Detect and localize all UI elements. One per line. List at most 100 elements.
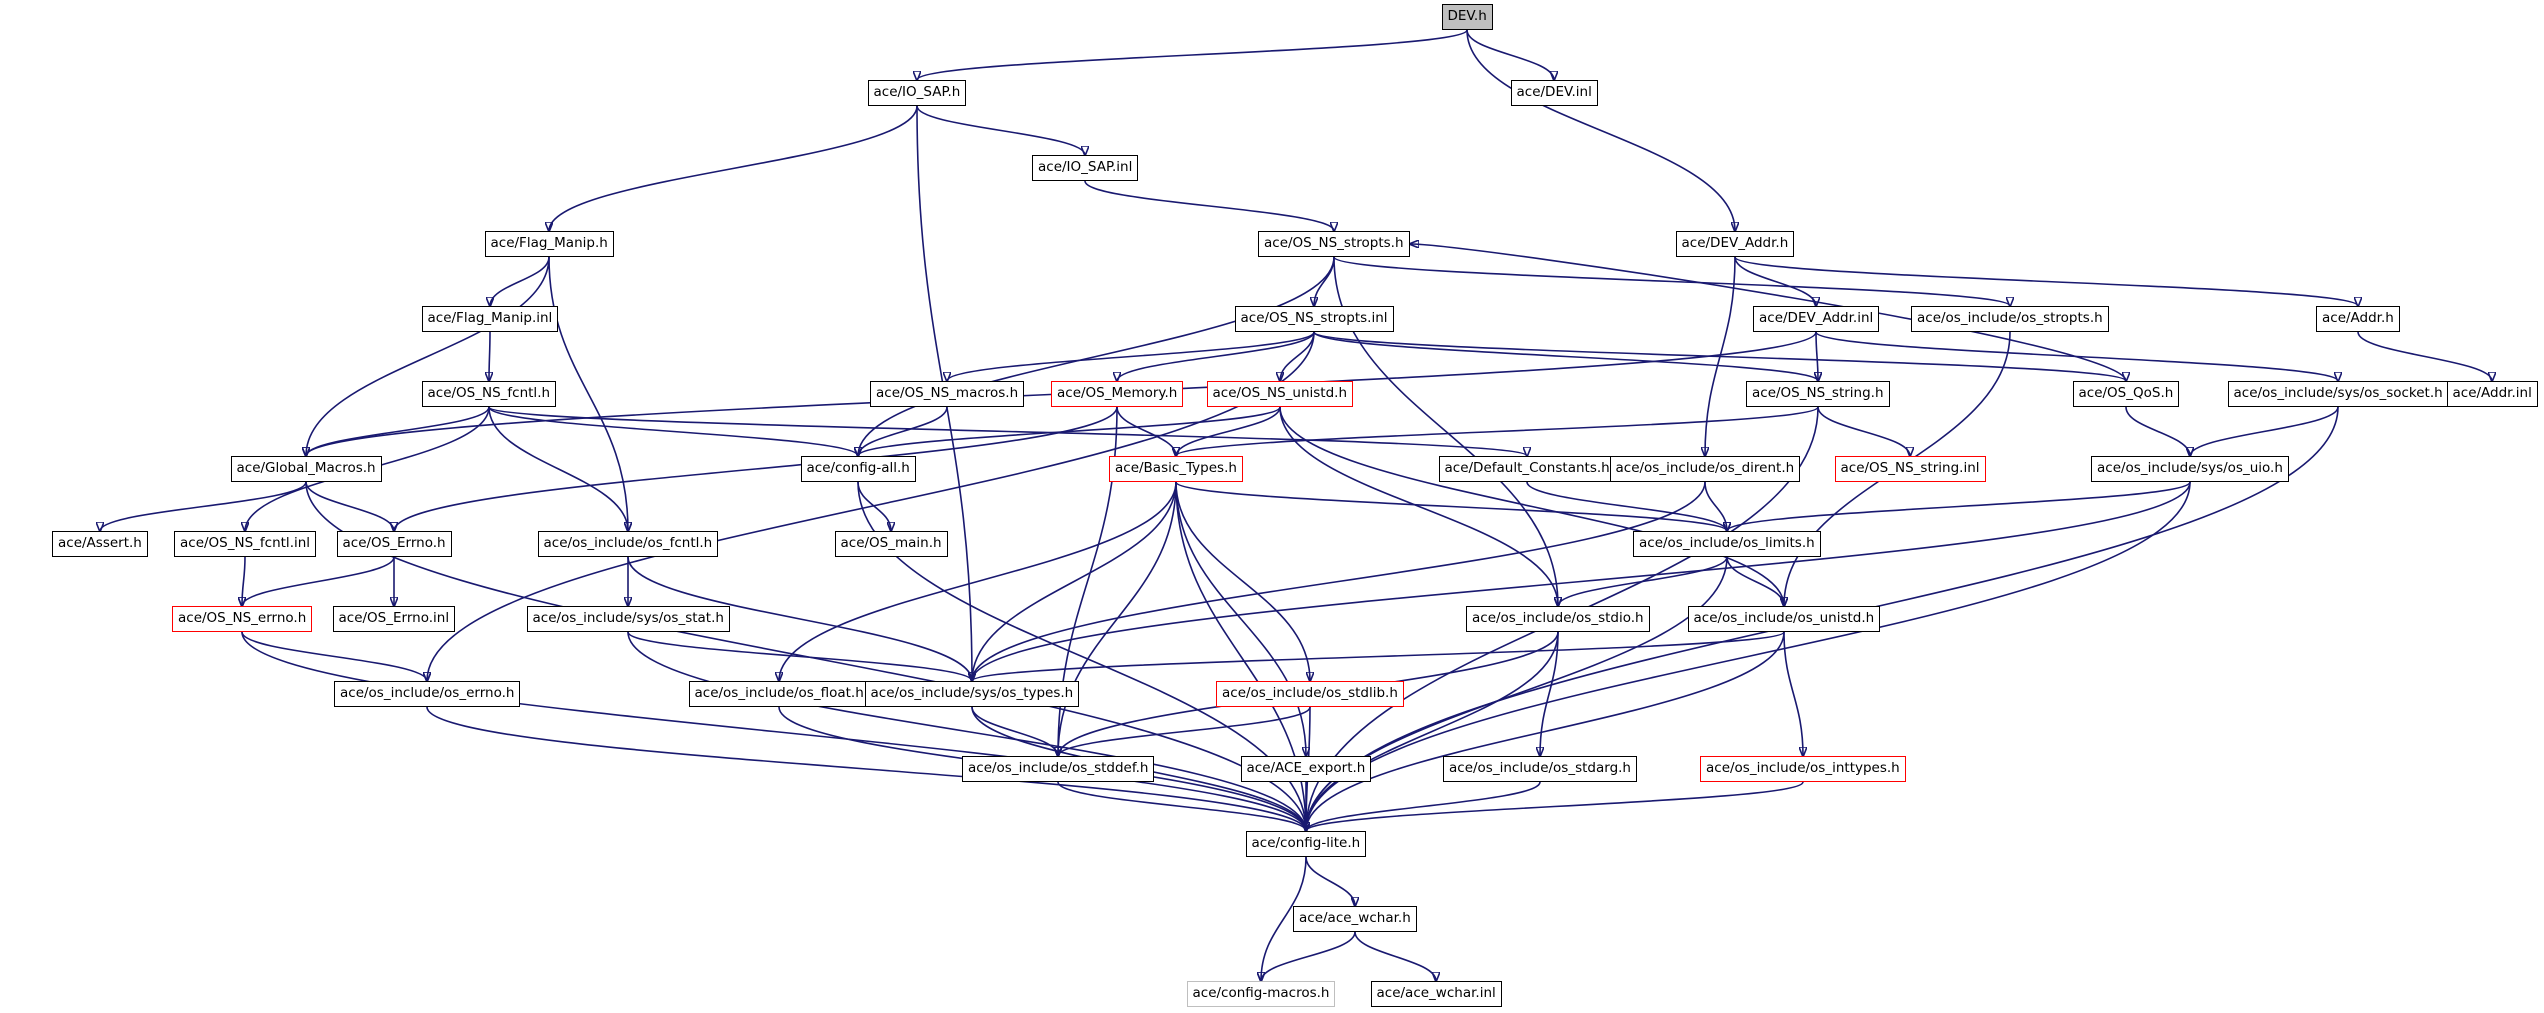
node-os-ns-string-h[interactable]: ace/OS_NS_string.h — [1746, 381, 1890, 407]
node-io-sap-inl[interactable]: ace/IO_SAP.inl — [1032, 155, 1139, 181]
node-os-stddef-h[interactable]: ace/os_include/os_stddef.h — [962, 756, 1155, 782]
node-os-main-h[interactable]: ace/OS_main.h — [834, 531, 948, 557]
edge-os-include-errno-h-to-config-lite-h — [426, 706, 1306, 831]
node-basic-types-h[interactable]: ace/Basic_Types.h — [1109, 456, 1243, 482]
edge-config-lite-h-to-ace-wchar-h — [1305, 856, 1355, 906]
edge-global-macros-h-to-assert-h — [100, 481, 307, 531]
edge-default-constants-h-to-os-limits-h — [1526, 481, 1727, 531]
node-os-ns-errno-h[interactable]: ace/OS_NS_errno.h — [172, 606, 313, 632]
node-ace-wchar-inl[interactable]: ace/ace_wchar.inl — [1370, 981, 1502, 1007]
edge-os-ns-fcntl-h-to-os-include-fcntl-h — [488, 406, 628, 531]
node-dev-addr-h[interactable]: ace/DEV_Addr.h — [1675, 231, 1795, 257]
node-assert-h[interactable]: ace/Assert.h — [52, 531, 148, 557]
edge-io-sap-inl-to-os-ns-stropts-h — [1084, 180, 1334, 231]
node-os-include-fcntl-h[interactable]: ace/os_include/os_fcntl.h — [537, 531, 719, 557]
node-os-inttypes-h[interactable]: ace/os_include/os_inttypes.h — [1700, 756, 1906, 782]
node-ace-wchar-h[interactable]: ace/ace_wchar.h — [1293, 906, 1417, 932]
node-os-stdarg-h[interactable]: ace/os_include/os_stdarg.h — [1443, 756, 1637, 782]
edge-os-stdio-h-to-config-lite-h — [1306, 631, 1559, 831]
edge-addr-h-to-addr-inl — [2357, 331, 2492, 381]
node-os-ns-fcntl-inl[interactable]: ace/OS_NS_fcntl.inl — [174, 531, 317, 557]
edge-io-sap-h-to-flag-manip-h — [549, 105, 918, 231]
node-os-limits-h[interactable]: ace/os_include/os_limits.h — [1633, 531, 1821, 557]
node-ace-export-h[interactable]: ace/ACE_export.h — [1240, 756, 1372, 782]
node-config-macros-h[interactable]: ace/config-macros.h — [1186, 981, 1336, 1007]
edge-os-memory-h-to-basic-types-h — [1116, 406, 1176, 456]
edge-os-ns-stropts-inl-to-os-ns-string-h — [1313, 331, 1818, 381]
edge-os-socket-h-to-os-uio-h — [2190, 406, 2339, 456]
edge-os-ns-stropts-h-to-config-all-h — [858, 256, 1335, 456]
node-os-stdlib-h[interactable]: ace/os_include/os_stdlib.h — [1216, 681, 1404, 707]
edge-os-ns-unistd-h-to-os-unistd-h — [1279, 406, 1784, 606]
node-os-include-errno-h[interactable]: ace/os_include/os_errno.h — [334, 681, 521, 707]
node-os-float-h[interactable]: ace/os_include/os_float.h — [688, 681, 870, 707]
node-flag-manip-h[interactable]: ace/Flag_Manip.h — [484, 231, 614, 257]
edge-flag-manip-h-to-flag-manip-inl — [490, 256, 550, 306]
node-os-ns-stropts-inl[interactable]: ace/OS_NS_stropts.inl — [1234, 306, 1394, 332]
edge-os-ns-stropts-h-to-os-include-stropts-h — [1333, 256, 2010, 306]
node-os-ns-unistd-h[interactable]: ace/OS_NS_unistd.h — [1206, 381, 1354, 407]
edge-os-unistd-h-to-config-lite-h — [1306, 631, 1785, 831]
node-os-errno-inl[interactable]: ace/OS_Errno.inl — [332, 606, 456, 632]
edge-os-qos-h-to-os-uio-h — [2125, 406, 2190, 456]
node-default-constants-h[interactable]: ace/Default_Constants.h — [1438, 456, 1616, 482]
node-dev-h[interactable]: DEV.h — [1441, 4, 1493, 30]
edge-config-all-h-to-os-main-h — [857, 481, 891, 531]
edge-os-ns-fcntl-h-to-global-macros-h — [306, 406, 490, 456]
edge-os-uio-h-to-os-types-h — [972, 481, 2191, 681]
node-os-uio-h[interactable]: ace/os_include/sys/os_uio.h — [2091, 456, 2289, 482]
node-config-lite-h[interactable]: ace/config-lite.h — [1245, 831, 1367, 857]
edge-os-ns-string-h-to-basic-types-h — [1176, 406, 1819, 456]
edge-os-stat-h-to-os-types-h — [627, 631, 972, 681]
edge-os-errno-h-to-os-ns-errno-h — [242, 556, 395, 606]
node-os-include-stropts-h[interactable]: ace/os_include/os_stropts.h — [1911, 306, 2109, 332]
edge-flag-manip-inl-to-os-ns-fcntl-h — [489, 331, 490, 381]
edge-basic-types-h-to-os-stddef-h — [1058, 481, 1177, 756]
node-os-ns-fcntl-h[interactable]: ace/OS_NS_fcntl.h — [421, 381, 557, 407]
edge-dev-addr-inl-to-os-ns-string-h — [1816, 331, 1818, 381]
edge-config-lite-h-to-config-macros-h — [1261, 856, 1307, 981]
node-os-memory-h[interactable]: ace/OS_Memory.h — [1051, 381, 1184, 407]
edge-os-stdarg-h-to-config-lite-h — [1306, 781, 1541, 831]
node-addr-h[interactable]: ace/Addr.h — [2316, 306, 2400, 332]
node-os-stat-h[interactable]: ace/os_include/sys/os_stat.h — [526, 606, 730, 632]
node-os-qos-h[interactable]: ace/OS_QoS.h — [2072, 381, 2180, 407]
edge-flag-manip-h-to-os-include-fcntl-h — [548, 256, 628, 531]
edge-os-ns-stropts-inl-to-os-memory-h — [1117, 331, 1315, 381]
node-config-all-h[interactable]: ace/config-all.h — [800, 456, 916, 482]
edge-os-include-fcntl-h-to-os-types-h — [627, 556, 972, 681]
node-os-stdio-h[interactable]: ace/os_include/os_stdio.h — [1466, 606, 1650, 632]
edge-ace-wchar-h-to-config-macros-h — [1261, 931, 1356, 981]
edge-os-inttypes-h-to-config-lite-h — [1306, 781, 1804, 831]
edge-global-macros-h-to-os-errno-h — [305, 481, 394, 531]
edge-io-sap-h-to-io-sap-inl — [916, 105, 1085, 155]
edge-os-memory-h-to-os-errno-h — [394, 406, 1118, 531]
node-dev-addr-inl[interactable]: ace/DEV_Addr.inl — [1753, 306, 1880, 332]
node-os-unistd-h[interactable]: ace/os_include/os_unistd.h — [1687, 606, 1881, 632]
edge-os-dirent-h-to-os-types-h — [972, 481, 1706, 681]
node-global-macros-h[interactable]: ace/Global_Macros.h — [230, 456, 382, 482]
node-os-ns-stropts-h[interactable]: ace/OS_NS_stropts.h — [1258, 231, 1410, 257]
edge-flag-manip-h-to-global-macros-h — [306, 256, 550, 456]
node-os-socket-h[interactable]: ace/os_include/sys/os_socket.h — [2227, 381, 2449, 407]
node-os-types-h[interactable]: ace/os_include/sys/os_types.h — [864, 681, 1080, 707]
node-os-dirent-h[interactable]: ace/os_include/os_dirent.h — [1609, 456, 1801, 482]
edge-os-ns-unistd-h-to-os-stdio-h — [1279, 406, 1558, 606]
node-os-errno-h[interactable]: ace/OS_Errno.h — [336, 531, 452, 557]
node-dev-inl[interactable]: ace/DEV.inl — [1510, 80, 1598, 106]
edge-os-ns-stropts-h-to-os-ns-stropts-inl — [1314, 256, 1335, 306]
edge-os-qos-h-to-os-ns-stropts-h — [1410, 244, 2127, 382]
node-io-sap-h[interactable]: ace/IO_SAP.h — [867, 80, 967, 106]
edge-basic-types-h-to-os-limits-h — [1175, 481, 1727, 531]
edge-dev-h-to-dev-inl — [1466, 29, 1554, 80]
edge-dev-h-to-dev-addr-h — [1466, 29, 1735, 231]
edge-os-limits-h-to-os-unistd-h — [1726, 556, 1784, 606]
node-os-ns-string-inl[interactable]: ace/OS_NS_string.inl — [1834, 456, 1986, 482]
edge-os-uio-h-to-os-limits-h — [1727, 481, 2191, 531]
node-flag-manip-inl[interactable]: ace/Flag_Manip.inl — [421, 306, 559, 332]
edge-basic-types-h-to-ace-export-h — [1175, 481, 1306, 756]
node-os-ns-macros-h[interactable]: ace/OS_NS_macros.h — [870, 381, 1025, 407]
edge-ace-wchar-h-to-ace-wchar-inl — [1354, 931, 1436, 981]
edge-os-ns-fcntl-inl-to-os-ns-errno-h — [242, 556, 245, 606]
node-addr-inl[interactable]: ace/Addr.inl — [2446, 381, 2538, 407]
